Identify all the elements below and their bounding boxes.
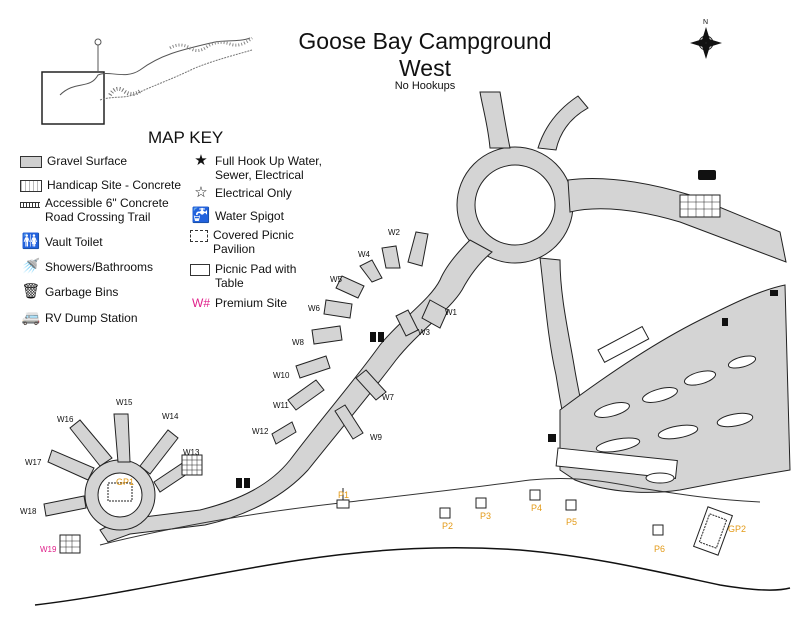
outline-star-icon: ☆: [194, 184, 208, 201]
site-label-w1: W1: [445, 308, 457, 317]
gravel-swatch: [20, 156, 42, 168]
site-label-w8: W8: [292, 338, 304, 347]
pavilion-swatch: [190, 230, 208, 242]
campsite-spurs: [43, 231, 449, 531]
key-item-rv-dump: 🚐 RV Dump Station: [20, 309, 138, 326]
picnic-label-p3: P3: [480, 511, 492, 521]
site-label-w4: W4: [358, 250, 370, 259]
map-facility-icons: [236, 170, 778, 488]
site-label-w14: W14: [162, 412, 179, 421]
key-item-gravel: Gravel Surface: [20, 154, 127, 168]
key-label: Electrical Only: [215, 186, 292, 200]
pavilion-gp2: [692, 506, 734, 556]
key-item-trail: Accessible 6" Concrete Road Crossing Tra…: [20, 196, 190, 224]
key-label: Handicap Site - Concrete: [47, 178, 182, 192]
picnic-label-p4: P4: [531, 503, 543, 513]
trail-swatch: [20, 202, 40, 208]
picnic-label-gp2: GP2: [728, 524, 747, 534]
site-label-w17: W17: [25, 458, 42, 467]
key-label: Accessible 6" Concrete Road Crossing Tra…: [45, 196, 169, 224]
concrete-trail: [99, 477, 761, 546]
site-label-w5: W5: [330, 275, 342, 284]
compass-rose: [690, 27, 722, 59]
key-item-vault-toilet: 🚻 Vault Toilet: [20, 233, 103, 250]
key-label: Garbage Bins: [45, 285, 119, 299]
picnic-label-p5: P5: [566, 517, 578, 527]
map-subtitle: No Hookups: [394, 80, 456, 92]
site-label-w6: W6: [308, 304, 320, 313]
key-label: Picnic Pad with Table: [215, 262, 297, 290]
parking-islands: [594, 355, 757, 484]
water-spigot-icon: 🚰: [191, 207, 211, 224]
handicap-sites: [59, 194, 721, 554]
key-item-pavilion: Covered Picnic Pavilion: [190, 228, 320, 256]
key-label: Full Hook Up Water, Sewer, Electrical: [215, 154, 322, 182]
key-label: Water Spigot: [215, 209, 284, 223]
shower-icon: 🚿: [21, 258, 41, 275]
key-label: RV Dump Station: [45, 311, 138, 325]
key-item-garbage: 🗑 Garbage Bins: [20, 283, 119, 300]
filled-star-icon: ★: [194, 152, 208, 169]
key-item-electrical-only: ☆ Electrical Only: [190, 184, 292, 201]
site-label-w19: W19: [40, 545, 57, 554]
site-label-w16: W16: [57, 415, 74, 424]
gravel-road-network: [99, 91, 791, 543]
key-item-picnic-pad: Picnic Pad with Table: [190, 262, 320, 290]
map-title-line2: West: [399, 55, 451, 81]
site-label-w18: W18: [20, 507, 37, 516]
site-label-w7: W7: [382, 393, 394, 402]
shoreline: [34, 546, 791, 606]
site-label-w13: W13: [183, 448, 200, 457]
picnic-pad-swatch: [190, 264, 210, 276]
key-item-showers: 🚿 Showers/Bathrooms: [20, 258, 154, 275]
handicap-swatch: [20, 180, 42, 192]
premium-symbol: W#: [192, 296, 210, 310]
key-label: Gravel Surface: [47, 154, 128, 168]
key-item-water-spigot: 🚰 Water Spigot: [190, 207, 284, 224]
pavilion-gp1: [107, 482, 133, 502]
map-title-line1: Goose Bay Campground: [298, 28, 552, 54]
picnic-label-p2: P2: [442, 521, 454, 531]
site-label-w9: W9: [370, 433, 382, 442]
key-item-handicap: Handicap Site - Concrete: [20, 178, 181, 192]
picnic-label-gp1: GP1: [116, 477, 135, 487]
rv-dump-icon: 🚐: [21, 309, 41, 326]
site-label-w12: W12: [252, 427, 269, 436]
site-label-w2: W2: [388, 228, 400, 237]
site-label-w10: W10: [273, 371, 290, 380]
picnic-pads: [336, 488, 664, 536]
site-label-w15: W15: [116, 398, 133, 407]
key-label: Covered Picnic Pavilion: [213, 228, 294, 256]
vault-toilet-icon: 🚻: [21, 233, 41, 250]
key-label: Premium Site: [215, 296, 288, 310]
overview-inset-map: [41, 36, 253, 125]
site-label-w11: W11: [273, 401, 289, 410]
picnic-label-p1: P1: [338, 490, 350, 500]
garbage-bin-icon: 🗑: [21, 283, 41, 300]
map-key-title: MAP KEY: [148, 128, 224, 147]
picnic-label-p6: P6: [654, 544, 666, 554]
key-item-full-hookup: ★ Full Hook Up Water, Sewer, Electrical: [190, 152, 360, 182]
key-label: Showers/Bathrooms: [45, 260, 154, 274]
site-label-w3: W3: [418, 328, 430, 337]
map-title: Goose Bay Campground West: [250, 28, 600, 82]
key-label: Vault Toilet: [45, 235, 103, 249]
compass-north-label: N: [703, 19, 709, 26]
key-item-premium: W# Premium Site: [192, 296, 287, 310]
